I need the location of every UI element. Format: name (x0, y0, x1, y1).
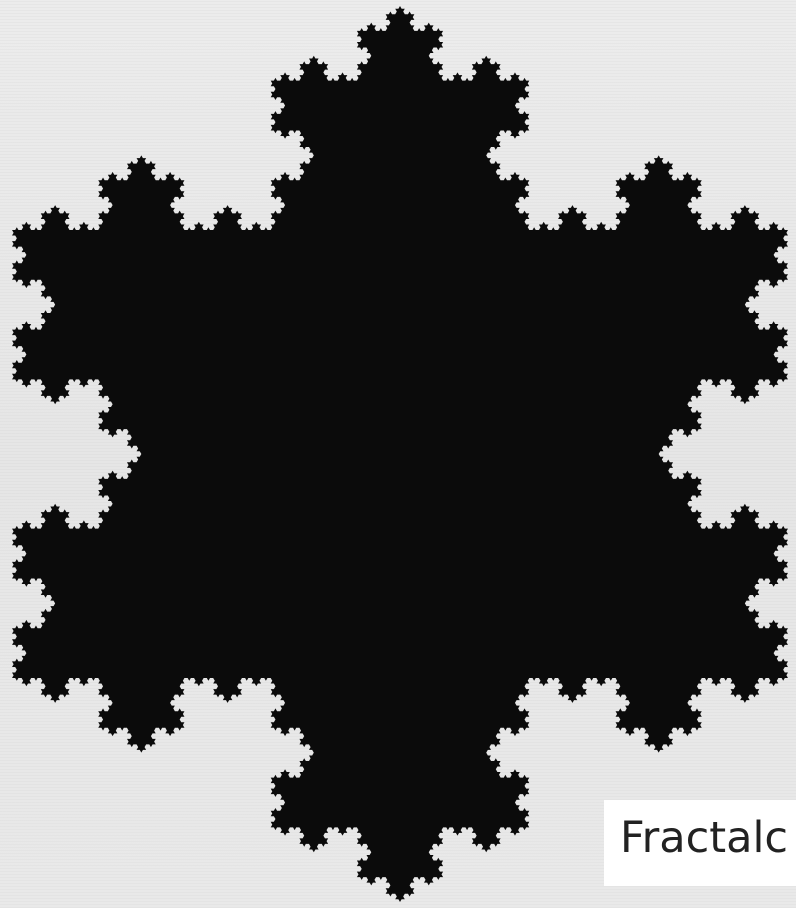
caption-text: Fractalc (620, 817, 788, 860)
caption-box: Fractalc (604, 800, 796, 886)
snowflake-shape (12, 6, 788, 902)
